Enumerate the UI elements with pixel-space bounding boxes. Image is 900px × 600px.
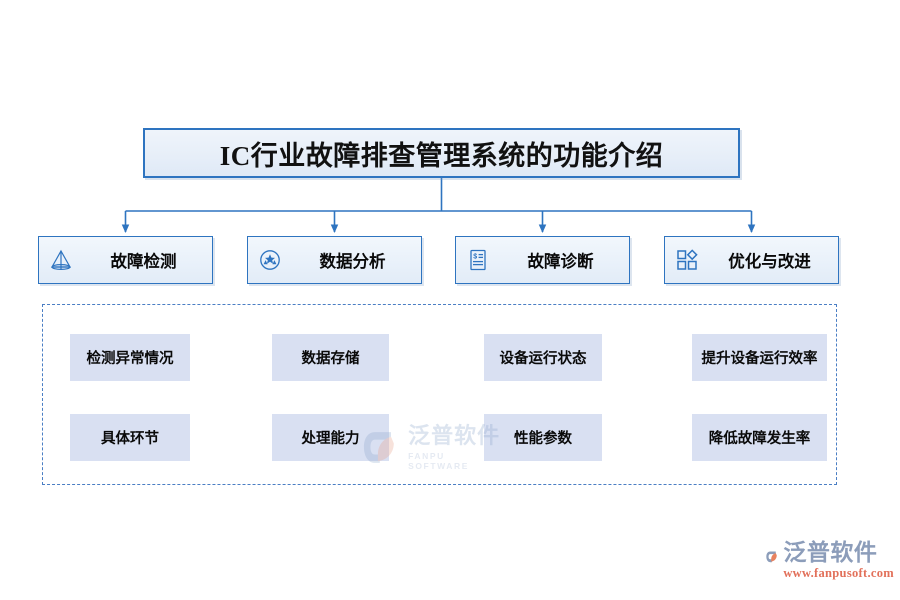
detail-chip-label: 性能参数 [514,431,572,447]
detail-chip[interactable]: 检测异常情况 [70,334,190,381]
category-label: 优化与改进 [728,252,811,271]
detail-chip-label: 检测异常情况 [86,351,174,367]
logo-url: www.fanpusoft.com [783,566,894,581]
category-label: 故障诊断 [527,252,594,271]
svg-text:$: $ [473,253,477,260]
detail-panel [42,304,837,485]
detail-chip[interactable]: 提升设备运行效率 [692,334,827,381]
corner-logo: 泛普软件 www.fanpusoft.com [766,540,894,592]
page-title: IC行业故障排查管理系统的功能介绍 [219,140,664,171]
detail-chip-label: 设备运行状态 [499,351,587,367]
fanpu-logo-mark-icon [766,551,777,563]
detail-chip-label: 降低故障发生率 [708,431,811,447]
diagram-title-box: IC行业故障排查管理系统的功能介绍 [143,128,740,178]
detail-chip[interactable]: 处理能力 [272,414,389,461]
detail-chip-label: 提升设备运行效率 [701,351,818,367]
category-box-data-analysis[interactable]: 数据分析 [247,236,422,284]
detail-chip-label: 数据存储 [301,351,360,367]
detail-chip[interactable]: 性能参数 [484,414,602,461]
invoice-document-icon: $ [456,237,500,283]
detail-chip-label: 处理能力 [301,431,360,447]
detail-chip-label: 具体环节 [101,431,159,447]
detail-chip[interactable]: 具体环节 [70,414,190,461]
detail-chip[interactable]: 降低故障发生率 [692,414,827,461]
star-badge-icon [248,237,292,283]
detail-chip[interactable]: 数据存储 [272,334,389,381]
category-box-fault-diagnosis[interactable]: $ 故障诊断 [455,236,630,284]
category-label: 数据分析 [319,252,386,271]
shapes-grid-icon [665,237,709,283]
category-box-optimize-improve[interactable]: 优化与改进 [664,236,839,284]
category-box-fault-detection[interactable]: 故障检测 [38,236,213,284]
pyramid-icon [39,237,83,283]
logo-name: 泛普软件 [783,539,878,565]
detail-chip[interactable]: 设备运行状态 [484,334,602,381]
category-label: 故障检测 [110,252,177,271]
